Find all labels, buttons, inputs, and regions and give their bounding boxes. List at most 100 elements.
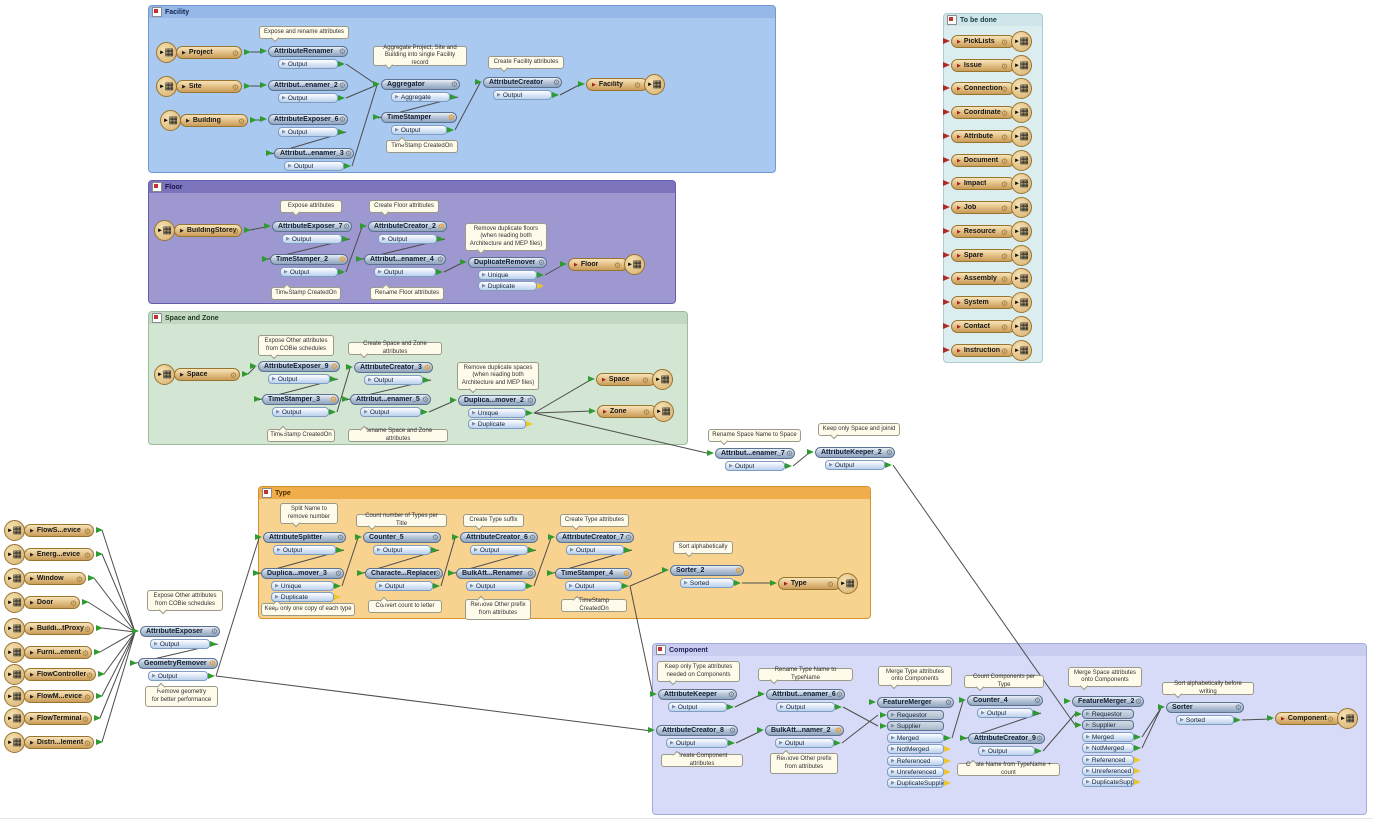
connection[interactable] [951, 700, 964, 739]
transformer-capsule[interactable]: Attribut...enamer_7⚙ [715, 448, 795, 459]
reader-capsule[interactable]: ▶Distri...lement⚙ [24, 736, 94, 749]
annotation[interactable]: Remove Other prefix from attributes [465, 595, 531, 620]
port-output[interactable]: ▶Output [360, 407, 428, 417]
transformer-capsule[interactable]: GeometryRemover⚙ [138, 658, 218, 669]
transformer-capsule[interactable]: Attribut...enamer_4⚙ [364, 254, 446, 265]
port-merged[interactable]: ▶Merged [1082, 732, 1141, 742]
port-merged[interactable]: ▶Merged [887, 733, 951, 743]
transformer-capsule[interactable]: AttributeCreator_9⚙ [968, 733, 1045, 744]
port-output[interactable]: ▶Output [374, 267, 443, 277]
port-duplicatesupplier[interactable]: ▶DuplicateSupplier [887, 778, 951, 788]
gear-icon[interactable]: ⚙ [433, 569, 441, 578]
port-output[interactable]: ▶Output [825, 460, 892, 470]
transformer-capsule[interactable]: DuplicateRemover⚙ [468, 257, 547, 268]
gear-icon[interactable]: ⚙ [622, 569, 630, 578]
port-unique[interactable]: ▶Unique [468, 408, 533, 418]
bookmark-collapse-icon[interactable] [152, 7, 162, 17]
connection[interactable] [533, 410, 594, 414]
annotation[interactable]: Rename Space Name to Space [708, 429, 801, 446]
reader-capsule[interactable]: ▶Building⚙ [180, 114, 248, 127]
annotation[interactable]: TimeStamp CreatedOn [267, 425, 335, 442]
gear-icon[interactable]: ⚙ [431, 533, 439, 542]
port-output[interactable]: ▶Output [666, 738, 735, 748]
connection[interactable] [345, 226, 363, 273]
gear-icon[interactable]: ⚙ [338, 115, 346, 124]
connection[interactable] [734, 694, 761, 708]
connection[interactable] [841, 714, 879, 744]
port-unique[interactable]: ▶Unique [271, 581, 341, 591]
port-output[interactable]: ▶Output [978, 746, 1042, 756]
transformer-capsule[interactable]: BulkAtt...namer_2⚙ [765, 725, 844, 736]
gear-icon[interactable]: ⚙ [83, 527, 91, 536]
port-output[interactable]: ▶Output [278, 59, 345, 69]
port-duplicate[interactable]: ▶Duplicate [271, 592, 341, 602]
reader-capsule[interactable]: ▶FlowController⚙ [24, 668, 96, 681]
gear-icon[interactable]: ⚙ [1000, 228, 1008, 237]
annotation[interactable]: Count number of Types per Title [356, 513, 447, 531]
transformer-capsule[interactable]: AttributeCreator_2⚙ [368, 221, 447, 232]
group-header[interactable]: Floor [149, 181, 675, 193]
gear-icon[interactable]: ⚙ [330, 362, 338, 371]
connection[interactable] [215, 537, 260, 677]
writer-capsule[interactable]: ▶Floor⚙ [568, 258, 628, 271]
port-notmerged[interactable]: ▶NotMerged [887, 744, 951, 754]
annotation[interactable]: Create Space and Zone attributes [348, 341, 442, 359]
port-requestor[interactable]: ▶Requestor [1075, 709, 1134, 719]
transformer-capsule[interactable]: Counter_4⚙ [967, 695, 1043, 706]
annotation[interactable]: Sort alphabetically before writing [1162, 681, 1254, 699]
gear-icon[interactable]: ⚙ [1000, 38, 1008, 47]
port-output[interactable]: ▶Output [280, 267, 345, 277]
connection[interactable] [99, 631, 136, 719]
connection[interactable] [99, 631, 136, 653]
writer-capsule[interactable]: ▶Resource⚙ [951, 225, 1015, 238]
group-header[interactable]: Type [259, 487, 870, 499]
connection[interactable] [428, 400, 455, 413]
port-output[interactable]: ▶Output [150, 639, 217, 649]
port-output[interactable]: ▶Output [378, 234, 444, 244]
transformer-capsule[interactable]: Attribut...enamer_2⚙ [268, 80, 348, 91]
gear-icon[interactable]: ⚙ [336, 533, 344, 542]
annotation[interactable]: Expose attributes [280, 200, 342, 217]
group-header[interactable]: Space and Zone [149, 312, 687, 324]
bookmark-collapse-icon[interactable] [152, 313, 162, 323]
gear-icon[interactable]: ⚙ [329, 395, 337, 404]
gear-icon[interactable]: ⚙ [1000, 157, 1008, 166]
transformer-capsule[interactable]: Counter_5⚙ [363, 532, 441, 543]
annotation[interactable]: Sort alphabetically [673, 541, 733, 558]
gear-icon[interactable]: ⚙ [338, 47, 346, 56]
transformer-capsule[interactable]: FeatureMerger_2⚙ [1072, 696, 1144, 707]
transformer-capsule[interactable]: Attribut...enamer_3⚙ [274, 148, 354, 159]
annotation[interactable]: Keep only one copy of each type [261, 599, 355, 616]
gear-icon[interactable]: ⚙ [944, 698, 952, 707]
writer-capsule[interactable]: ▶Component⚙ [1275, 712, 1341, 725]
port-output[interactable]: ▶Output [375, 581, 440, 591]
gear-icon[interactable]: ⚙ [231, 49, 239, 58]
port-duplicate[interactable]: ▶Duplicate [478, 281, 544, 291]
connection[interactable] [559, 83, 582, 96]
annotation[interactable]: Rename Space and Zone attributes [348, 425, 448, 442]
port-output[interactable]: ▶Output [977, 708, 1040, 718]
gear-icon[interactable]: ⚙ [1035, 734, 1043, 743]
transformer-capsule[interactable]: AttributeCreator⚙ [483, 77, 562, 88]
gear-icon[interactable]: ⚙ [81, 649, 89, 658]
connection[interactable] [351, 84, 378, 167]
reader-capsule[interactable]: ▶Space⚙ [174, 368, 240, 381]
gear-icon[interactable]: ⚙ [633, 81, 641, 90]
gear-icon[interactable]: ⚙ [1000, 85, 1008, 94]
gear-icon[interactable]: ⚙ [342, 222, 350, 231]
connection[interactable] [101, 553, 136, 633]
transformer-capsule[interactable]: Sorter_2⚙ [670, 565, 744, 576]
gear-icon[interactable]: ⚙ [835, 690, 843, 699]
gear-icon[interactable]: ⚙ [528, 533, 536, 542]
writer-capsule[interactable]: ▶System⚙ [951, 296, 1015, 309]
gear-icon[interactable]: ⚙ [83, 551, 91, 560]
transformer-capsule[interactable]: Characte...Replacer⚙ [365, 568, 443, 579]
transformer-capsule[interactable]: Attribut...enamer_5⚙ [350, 394, 431, 405]
annotation[interactable]: Keep only Space and joinid [818, 423, 900, 440]
annotation[interactable]: Merge Type attributes onto Components [878, 666, 952, 690]
transformer-capsule[interactable]: AttributeExposer_6⚙ [268, 114, 348, 125]
writer-capsule[interactable]: ▶Spare⚙ [951, 249, 1015, 262]
writer-capsule[interactable]: ▶Space⚙ [596, 373, 656, 386]
transformer-capsule[interactable]: TimeStamper_2⚙ [270, 254, 348, 265]
group-header[interactable]: Component [653, 644, 1366, 656]
